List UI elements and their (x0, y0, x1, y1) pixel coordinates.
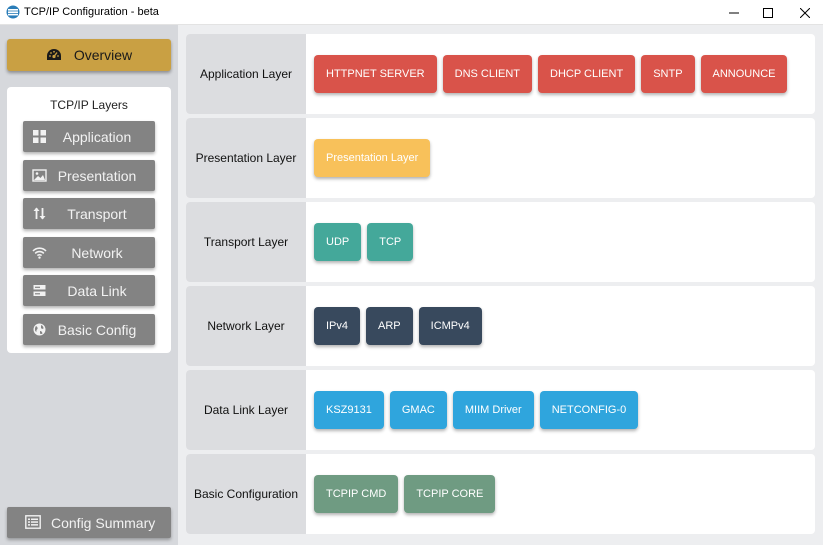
sidebar-item-label: Basic Config (57, 322, 137, 338)
component-chip-miim-driver[interactable]: MIIM Driver (452, 391, 534, 429)
component-chip-dhcp-client[interactable]: DHCP CLIENT (538, 55, 636, 93)
component-chip-tcpip-core[interactable]: TCPIP CORE (404, 475, 496, 513)
component-chip-arp[interactable]: ARP (366, 307, 413, 345)
sidebar-item-label: Network (71, 245, 123, 261)
layers-title: TCP/IP Layers (50, 98, 128, 112)
up-down-arrows-icon (33, 207, 46, 220)
window-title: TCP/IP Configuration - beta (24, 6, 159, 18)
minimize-button[interactable] (715, 0, 753, 25)
globe-icon (33, 323, 46, 336)
app-network-icon (6, 5, 20, 19)
title-bar: TCP/IP Configuration - beta (0, 0, 823, 25)
sidebar-item-application[interactable]: Application (23, 121, 155, 152)
component-chip-tcpip-cmd[interactable]: TCPIP CMD (314, 475, 399, 513)
layer-label: Network Layer (186, 286, 306, 366)
list-card-icon (25, 515, 41, 529)
component-chip-announce[interactable]: ANNOUNCE (700, 55, 788, 93)
sidebar-item-label: Presentation (57, 168, 137, 184)
close-button[interactable] (786, 0, 823, 25)
chip-list: Presentation Layer (314, 139, 431, 177)
component-chip-ipv4[interactable]: IPv4 (314, 307, 361, 345)
component-chip-netconfig-0[interactable]: NETCONFIG-0 (539, 391, 639, 429)
component-chip-dns-client[interactable]: DNS CLIENT (442, 55, 533, 93)
layer-label: Data Link Layer (186, 370, 306, 450)
component-chip-presentation-layer[interactable]: Presentation Layer (314, 139, 431, 177)
component-chip-sntp[interactable]: SNTP (641, 55, 695, 93)
sidebar-item-data-link[interactable]: Data Link (23, 275, 155, 306)
sidebar-item-transport[interactable]: Transport (23, 198, 155, 229)
layer-label: Application Layer (186, 34, 306, 114)
component-chip-tcp[interactable]: TCP (367, 223, 414, 261)
sidebar: Overview TCP/IP Layers Application Prese… (0, 25, 178, 545)
config-summary-label: Config Summary (51, 515, 156, 531)
component-chip-icmpv4[interactable]: ICMPv4 (418, 307, 482, 345)
component-chip-ksz9131[interactable]: KSZ9131 (314, 391, 384, 429)
layers-panel: TCP/IP Layers Application Presentation (7, 87, 171, 353)
config-summary-button[interactable]: Config Summary (7, 507, 171, 538)
dashboard-gauge-icon (46, 49, 61, 60)
image-icon (32, 169, 47, 182)
server-icon (33, 285, 46, 296)
layer-label: Transport Layer (186, 202, 306, 282)
overview-button[interactable]: Overview (7, 39, 171, 71)
sidebar-item-label: Transport (67, 206, 127, 222)
component-chip-gmac[interactable]: GMAC (389, 391, 447, 429)
maximize-icon (763, 7, 773, 18)
sidebar-item-label: Data Link (67, 283, 127, 299)
component-chip-udp[interactable]: UDP (314, 223, 362, 261)
grid-icon (33, 130, 46, 143)
sidebar-item-presentation[interactable]: Presentation (23, 160, 155, 191)
close-icon (800, 7, 810, 18)
minimize-icon (729, 12, 739, 13)
layer-label: Presentation Layer (186, 118, 306, 198)
layer-row-presentation: Presentation Layer Presentation Layer (186, 118, 815, 198)
component-chip-httpnet-server[interactable]: HTTPNET SERVER (314, 55, 437, 93)
wifi-icon (32, 247, 47, 259)
sidebar-item-network[interactable]: Network (23, 237, 155, 268)
maximize-button[interactable] (749, 0, 787, 25)
layer-label: Basic Configuration (186, 454, 306, 534)
sidebar-item-basic-config[interactable]: Basic Config (23, 314, 155, 345)
sidebar-item-label: Application (62, 129, 132, 145)
overview-label: Overview (73, 47, 133, 63)
